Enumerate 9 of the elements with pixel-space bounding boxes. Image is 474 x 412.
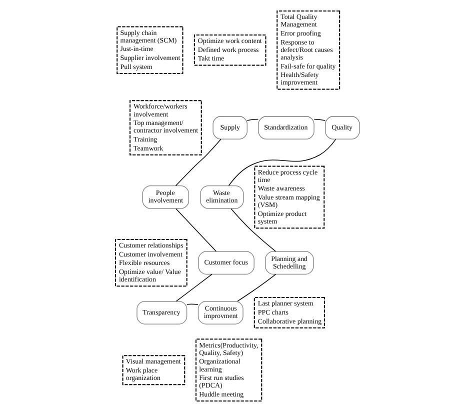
connector bbox=[175, 208, 216, 252]
connector bbox=[236, 274, 276, 302]
connector bbox=[246, 118, 258, 121]
connector bbox=[230, 208, 276, 252]
connector bbox=[228, 138, 336, 186]
connector bbox=[186, 304, 198, 305]
connector bbox=[313, 118, 326, 121]
connector bbox=[175, 274, 212, 302]
connector bbox=[174, 138, 221, 186]
